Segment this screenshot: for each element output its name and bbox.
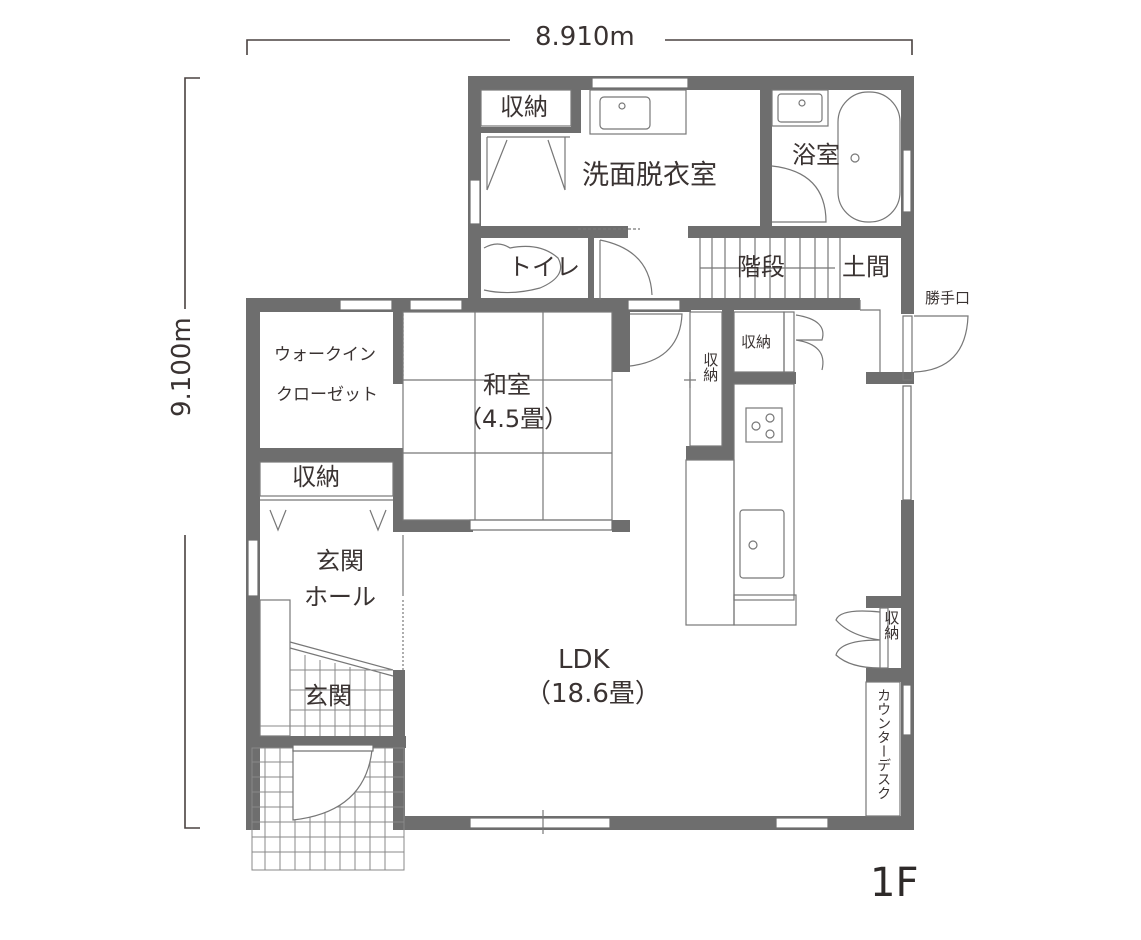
room-label-washitsu: 和室 <box>483 371 531 399</box>
room-label-entrance-hall-2: ホール <box>304 583 376 611</box>
dimension-height-line <box>184 77 200 829</box>
floor-label: 1F <box>870 860 919 906</box>
room-label-bathroom: 浴室 <box>792 141 840 169</box>
room-label-storage-kitchen-small: 収納 <box>741 333 772 351</box>
room-label-ldk-size: （18.6畳） <box>525 679 661 709</box>
room-label-walk-in-closet-2: クローゼット <box>276 385 378 405</box>
room-label-toilet: トイレ <box>508 253 580 281</box>
room-label-entrance: 玄関 <box>304 682 352 710</box>
dimension-width-line <box>246 39 913 55</box>
room-label-walk-in-closet-1: ウォークイン <box>274 345 376 365</box>
room-label-washroom: 洗面脱衣室 <box>582 160 717 191</box>
fixtures <box>251 89 969 871</box>
room-label-storage-top: 収納 <box>500 93 548 121</box>
width-dimension-label: 8.910m <box>523 22 647 52</box>
room-label-entrance-hall-1: 玄関 <box>316 547 364 575</box>
room-label-ldk: LDK <box>558 645 610 675</box>
room-label-storage-kitchen-vertical: 収納 <box>701 352 720 382</box>
room-label-counter-desk: カウンターデスク <box>875 688 892 800</box>
room-label-storage-right: 収納 <box>882 610 901 640</box>
room-label-stairs: 階段 <box>737 253 785 281</box>
room-label-washitsu-size: （4.5畳） <box>458 405 569 433</box>
room-label-doma: 土間 <box>842 253 890 281</box>
height-dimension-label: 9.100m <box>167 309 197 425</box>
room-label-storage-left: 収納 <box>292 463 340 491</box>
room-label-back-door: 勝手口 <box>925 289 971 307</box>
windows <box>247 77 912 829</box>
